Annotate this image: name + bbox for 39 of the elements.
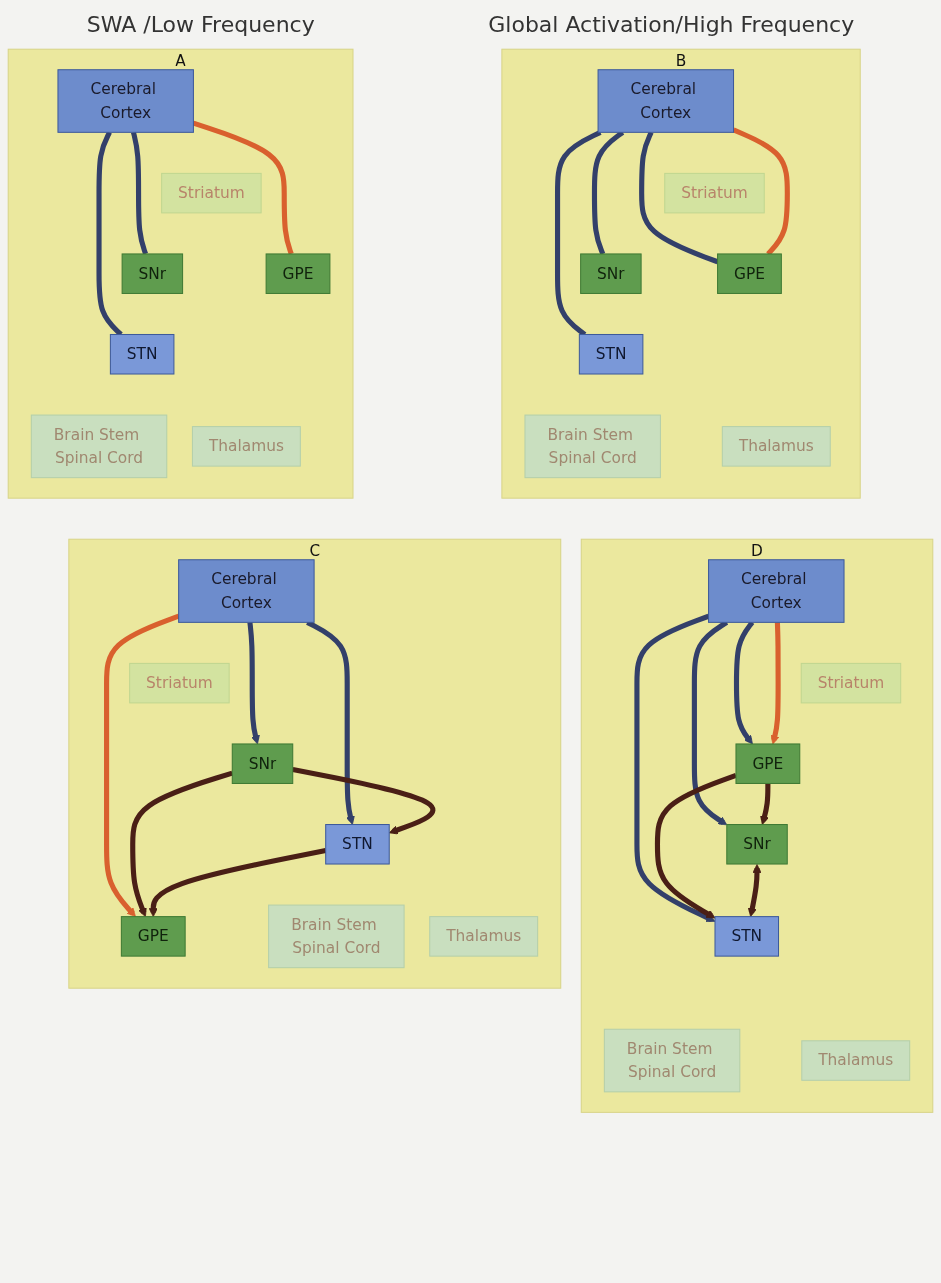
node-box: SNr	[231, 743, 294, 784]
node-box: Brain Stem Spinal Cord	[603, 1028, 741, 1093]
node-box: STN	[578, 334, 644, 375]
node-box: Striatum	[800, 662, 902, 704]
node-box: STN	[325, 824, 390, 865]
node-box: SNr	[726, 824, 788, 865]
node-box: STN	[109, 334, 175, 375]
node-box: Cerebral Cortex	[597, 69, 735, 133]
column-heading: Global Activation/High Frequency	[488, 12, 855, 37]
node-box: Brain Stem Spinal Cord	[524, 414, 661, 479]
column-heading: SWA /Low Frequency	[86, 12, 315, 37]
node-box: Thalamus	[429, 916, 539, 957]
arrow	[634, 613, 716, 922]
node-box: GPE	[717, 253, 782, 294]
arrow	[292, 767, 436, 835]
arrow	[747, 864, 762, 918]
node-box: Striatum	[129, 662, 230, 704]
node-box: SNr	[121, 253, 184, 294]
node-box: Thalamus	[191, 426, 301, 467]
node-box: Thalamus	[721, 426, 831, 467]
node-box: STN	[714, 916, 780, 957]
node-box: GPE	[265, 253, 331, 294]
node-box: Striatum	[664, 172, 765, 214]
arrow	[247, 622, 260, 745]
arrow	[770, 622, 781, 745]
node-box: Cerebral Cortex	[57, 69, 194, 133]
node-box: Thalamus	[801, 1040, 911, 1081]
node-box: SNr	[580, 253, 642, 294]
connector	[555, 130, 602, 337]
node-box: Brain Stem Spinal Cord	[268, 904, 405, 969]
node-box: Cerebral Cortex	[708, 559, 845, 623]
connector	[130, 131, 148, 255]
node-box: Cerebral Cortex	[178, 559, 315, 623]
node-box: GPE	[120, 916, 186, 957]
arrow	[760, 783, 771, 825]
node-box: Brain Stem Spinal Cord	[30, 414, 168, 479]
node-box: GPE	[735, 743, 801, 784]
node-box: Striatum	[161, 172, 262, 214]
arrow	[306, 620, 355, 825]
